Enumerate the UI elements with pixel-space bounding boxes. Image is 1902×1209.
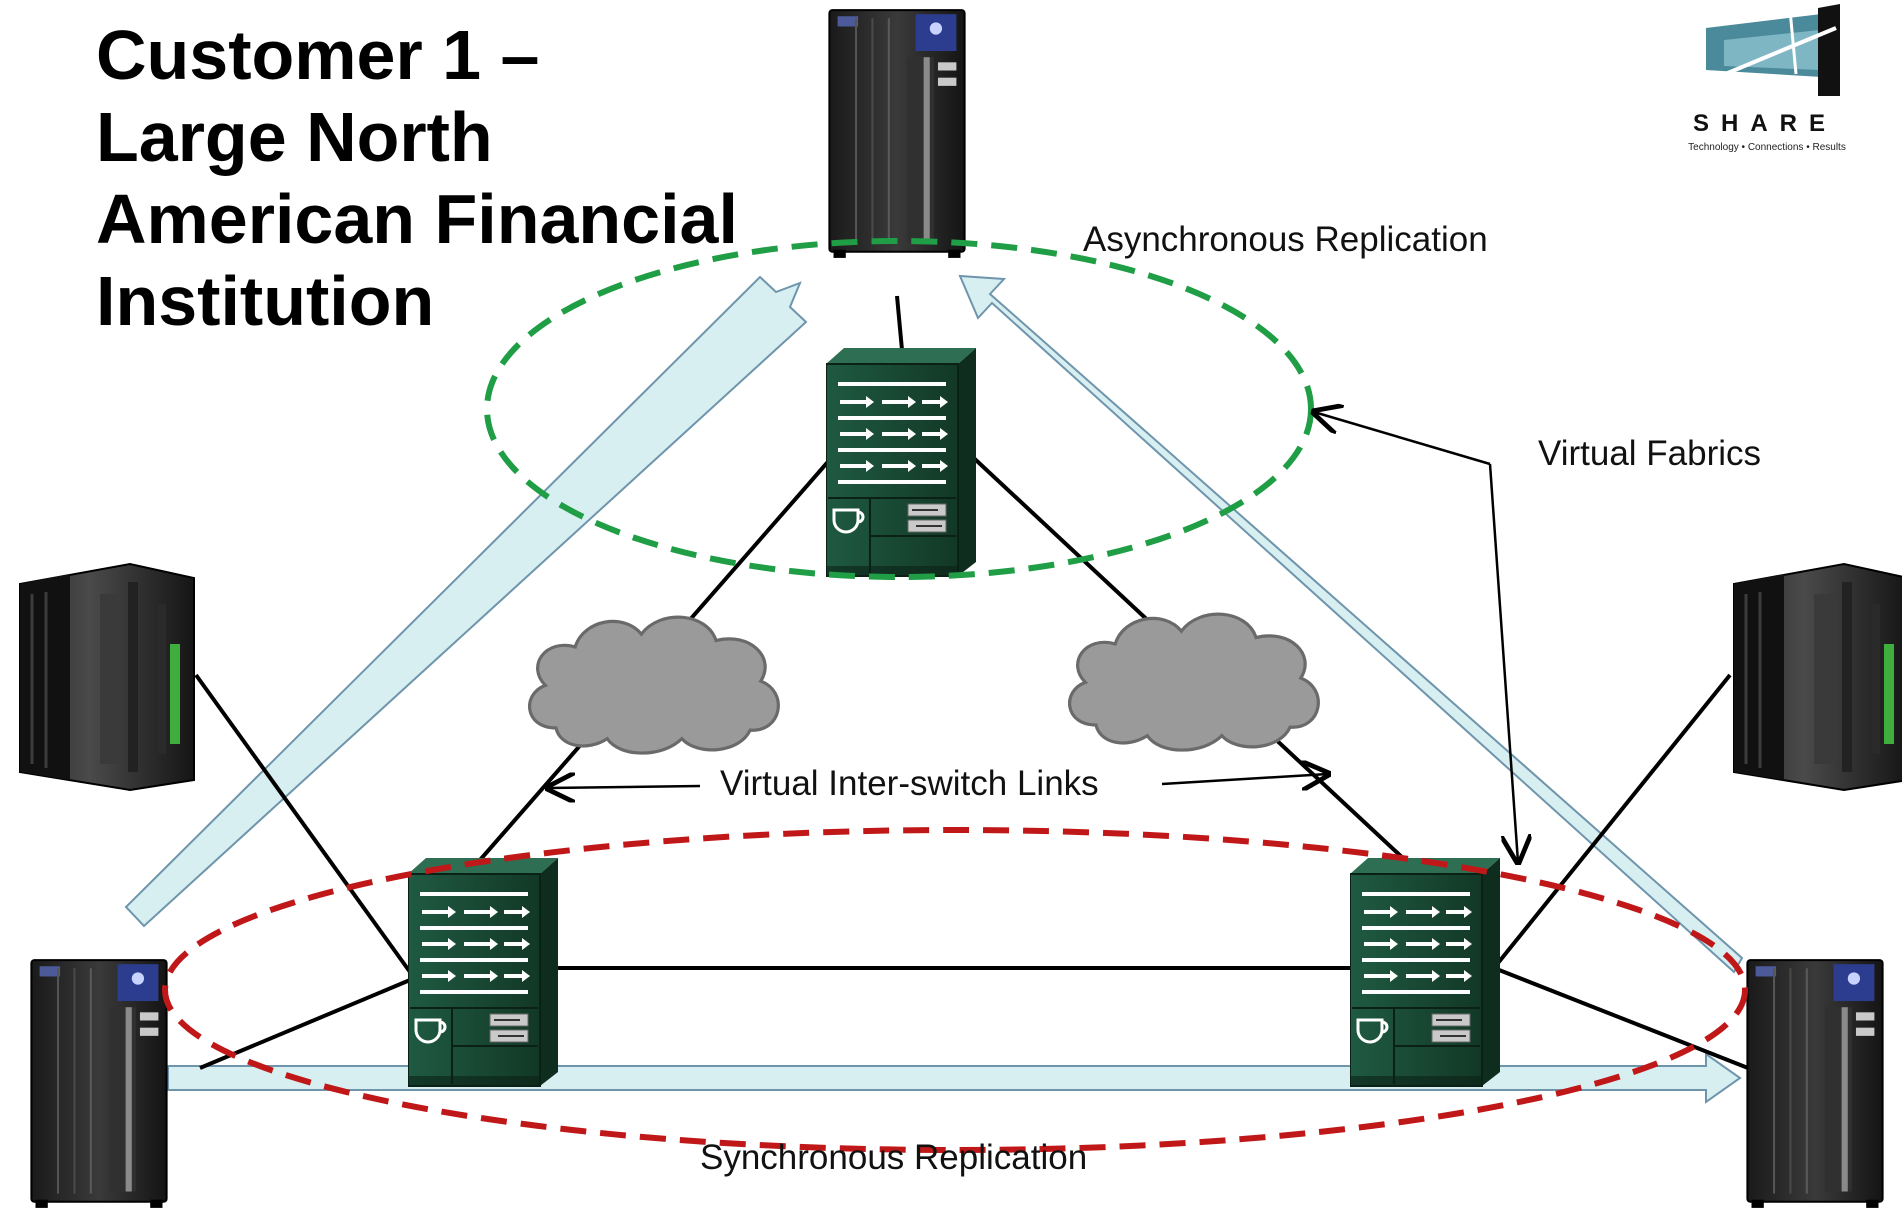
mainframe-server-icon: [18, 562, 196, 792]
wan-cloud-icon: [1067, 612, 1320, 752]
title-line: Customer 1 –: [96, 16, 540, 94]
async-replication-label: Asynchronous Replication: [1083, 220, 1488, 259]
title-line: Institution: [96, 262, 435, 340]
link-right-storage-to-right-switch: [1493, 966, 1749, 1070]
san-director-switch-icon: [1350, 858, 1500, 1088]
logo-wordmark: SHARE: [1692, 110, 1837, 137]
page-title: Customer 1 – Large North American Financ…: [96, 14, 816, 342]
san-director-switch-icon: [408, 858, 558, 1088]
mainframe-server-icon: [1732, 562, 1902, 792]
isl-arrow-right: [1161, 774, 1328, 784]
storage-array-icon: [828, 9, 966, 259]
storage-array-icon: [1746, 959, 1884, 1209]
virtual-fabrics-arrow-up: [1314, 412, 1491, 466]
annotation-arrows: [548, 412, 1518, 862]
replication-arrows: [124, 274, 1744, 1104]
isl-arrow-left: [548, 786, 701, 788]
link-top-storage-to-top-switch: [895, 295, 904, 351]
sync-replication-label: Synchronous Replication: [700, 1138, 1088, 1177]
virtual-isl-label: Virtual Inter-switch Links: [720, 764, 1099, 803]
wan-cloud-icon: [527, 615, 780, 755]
link-right-mainframe-to-right-switch: [1492, 673, 1732, 970]
logo-tagline: Technology • Connections • Results: [1688, 142, 1846, 153]
replication-arrow-right-to-top: [958, 274, 1744, 974]
virtual-fabrics-label: Virtual Fabrics: [1538, 434, 1762, 473]
replication-arrow-left-to-top: [124, 275, 808, 928]
links: [194, 295, 1749, 1070]
title-line: American Financial: [96, 180, 738, 258]
storage-array-icon: [30, 959, 168, 1209]
sync-fabric-ellipse: [162, 827, 1748, 1153]
san-director-switch-icon: [826, 348, 976, 578]
link-left-mainframe-to-left-switch: [194, 673, 412, 974]
replication-arrow-bottom: [167, 1052, 1742, 1104]
share-logo-icon: [1705, 4, 1840, 96]
virtual-fabrics-arrow-down: [1488, 463, 1518, 862]
title-line: Large North: [96, 98, 493, 176]
